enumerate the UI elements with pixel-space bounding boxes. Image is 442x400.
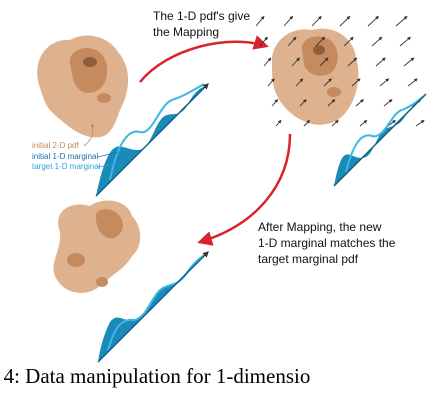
field-arrow <box>395 15 408 27</box>
figure-caption: re 4: Data manipulation for 1-dimensio <box>0 360 442 400</box>
marginal-axis <box>95 83 209 197</box>
after-2d-pdf-right-lobe <box>96 277 108 287</box>
initial-2d-pdf-lobe <box>97 93 111 103</box>
legend-initial-1d-label: initial 1-D marginal <box>32 152 98 161</box>
field-arrow <box>371 36 383 47</box>
field-arrow <box>255 15 265 27</box>
field-arrow <box>347 57 358 67</box>
field-arrow <box>319 57 329 67</box>
legend-initial-2d-label: initial 2-D pdf <box>32 141 79 150</box>
mapping-2d-pdf-mid <box>301 36 338 76</box>
field-arrow <box>375 57 386 67</box>
top-annotation-line2: the Mapping <box>153 25 219 39</box>
field-arrow <box>343 36 354 47</box>
field-arrow <box>403 57 415 67</box>
after-marginal-axis <box>97 251 209 363</box>
field-arrow <box>259 36 268 47</box>
field-arrow <box>355 99 364 107</box>
field-arrow <box>379 78 390 87</box>
field-arrow <box>323 78 332 87</box>
field-arrow <box>303 119 311 127</box>
field-arrow <box>299 99 307 107</box>
field-arrow <box>331 119 339 127</box>
field-arrow <box>311 15 322 27</box>
field-arrow <box>263 57 272 67</box>
field-arrow <box>415 119 425 127</box>
field-arrow <box>315 36 326 47</box>
bottom-annotation-line3: target marginal pdf <box>258 252 359 266</box>
after-2d-pdf-mid <box>95 209 123 239</box>
bottom-mapping-arrow <box>197 133 292 246</box>
field-arrow <box>387 119 396 127</box>
field-arrow <box>399 36 411 47</box>
field-arrow <box>367 15 379 27</box>
panel-mapping <box>255 15 427 187</box>
panel-after <box>53 200 209 363</box>
mapping-2d-pdf-core <box>313 45 325 55</box>
field-arrow <box>283 15 294 27</box>
displacement-field <box>255 15 425 127</box>
legend-target-1d-pointer <box>97 163 117 168</box>
field-arrow <box>407 78 418 87</box>
field-arrow <box>339 15 351 27</box>
bottom-annotation-line1: After Mapping, the new <box>258 220 382 234</box>
initial-2d-pdf-mid <box>69 47 108 93</box>
after-target-curve <box>107 253 207 351</box>
field-arrow <box>359 119 368 127</box>
mapping-2d-pdf-lobe <box>327 87 341 97</box>
field-arrow <box>383 99 393 107</box>
field-arrow <box>275 119 282 127</box>
field-arrow <box>287 36 297 47</box>
bottom-annotation-line2: 1-D marginal matches the <box>258 236 396 250</box>
target-marginal-curve <box>109 83 205 181</box>
legend-initial-1d-pointer <box>97 151 119 158</box>
top-annotation-line1: The 1-D pdf's give <box>153 9 250 23</box>
field-arrow <box>267 78 275 87</box>
mapping-target-curve <box>345 95 425 173</box>
after-2d-pdf-left-lobe <box>67 253 85 267</box>
mapping-marginal-axis <box>333 93 427 187</box>
field-arrow <box>351 78 361 87</box>
field-arrow <box>291 57 300 67</box>
top-mapping-arrow <box>139 35 269 83</box>
legend-initial-2d-pointer <box>83 123 95 147</box>
figure-caption-text: re 4: Data manipulation for 1-dimensio <box>0 364 311 388</box>
field-arrow <box>271 99 279 107</box>
field-arrow <box>327 99 336 107</box>
legend-target-1d-label: target 1-D marginal <box>32 162 101 171</box>
panel-initial: initial 2-D pdf initial 1-D marginal tar… <box>32 35 209 197</box>
initial-2d-pdf-core <box>83 57 97 67</box>
field-arrow <box>295 78 304 87</box>
